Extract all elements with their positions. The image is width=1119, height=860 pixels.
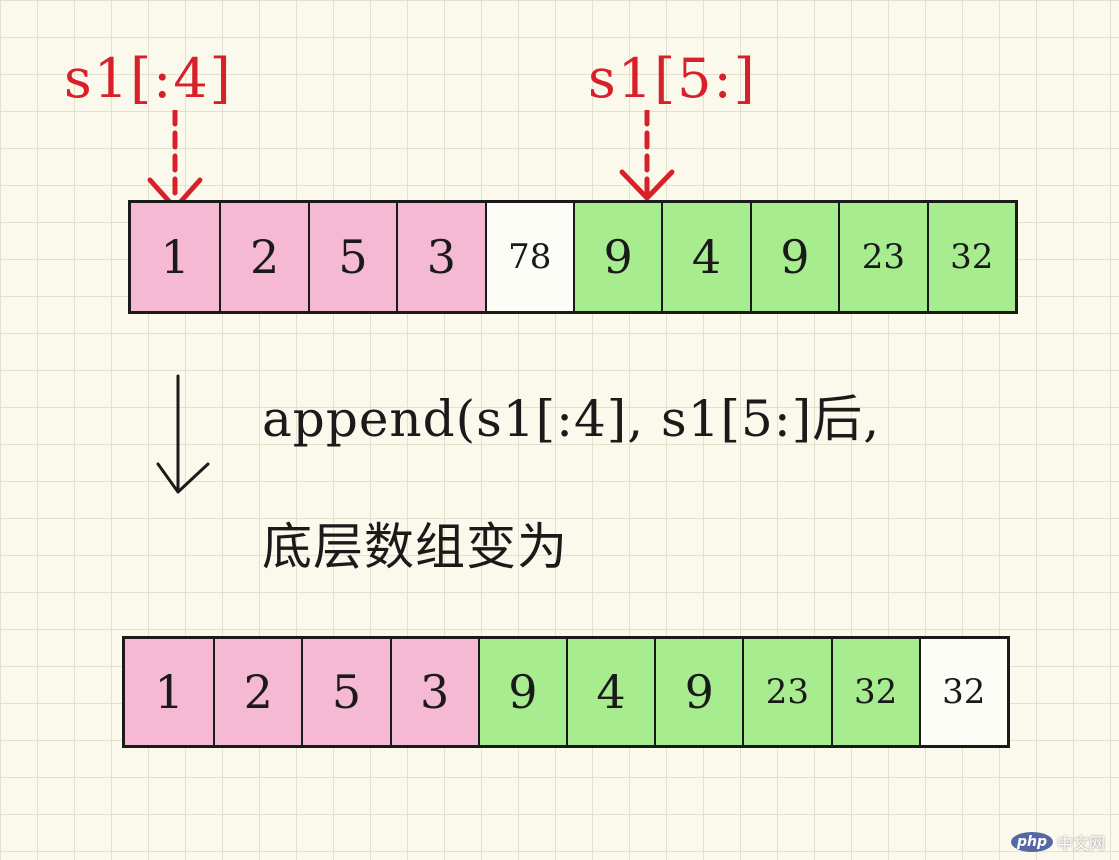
resulting-array-cell: 3	[389, 639, 478, 745]
red-arrow-right	[619, 110, 675, 201]
original-array-cell: 1	[131, 203, 220, 311]
original-array-cell: 78	[484, 203, 573, 311]
resulting-array-cell: 1	[125, 639, 214, 745]
slice-label-right: s1[5:]	[588, 47, 757, 110]
resulting-array-cell: 23	[742, 639, 831, 745]
resulting-array-cell: 4	[565, 639, 655, 745]
slice-label-left: s1[:4]	[64, 47, 233, 110]
down-arrow-icon	[156, 374, 210, 494]
resulting-array-cell: 9	[654, 639, 743, 745]
note-line-1: append(s1[:4], s1[5:]后,	[262, 390, 881, 448]
note-line-2: 底层数组变为	[262, 518, 568, 576]
original-array-cell: 3	[396, 203, 485, 311]
original-array-cell: 23	[838, 203, 927, 311]
resulting-array-cell: 5	[301, 639, 390, 745]
original-array-cell: 9	[749, 203, 839, 311]
original-array-cell: 2	[219, 203, 308, 311]
watermark-text: 中文网	[1056, 834, 1105, 853]
original-array-cell: 9	[572, 203, 662, 311]
original-array-cell: 5	[307, 203, 397, 311]
resulting-array-cell: 32	[918, 639, 1007, 745]
original-array-cell: 4	[661, 203, 750, 311]
original-array-cell: 32	[926, 203, 1015, 311]
watermark: php 中文网	[1010, 830, 1105, 854]
resulting-array-cell: 9	[477, 639, 566, 745]
resulting-array-cell: 2	[213, 639, 302, 745]
php-logo-icon: php	[1010, 832, 1053, 852]
resulting-array-cell: 32	[830, 639, 919, 745]
